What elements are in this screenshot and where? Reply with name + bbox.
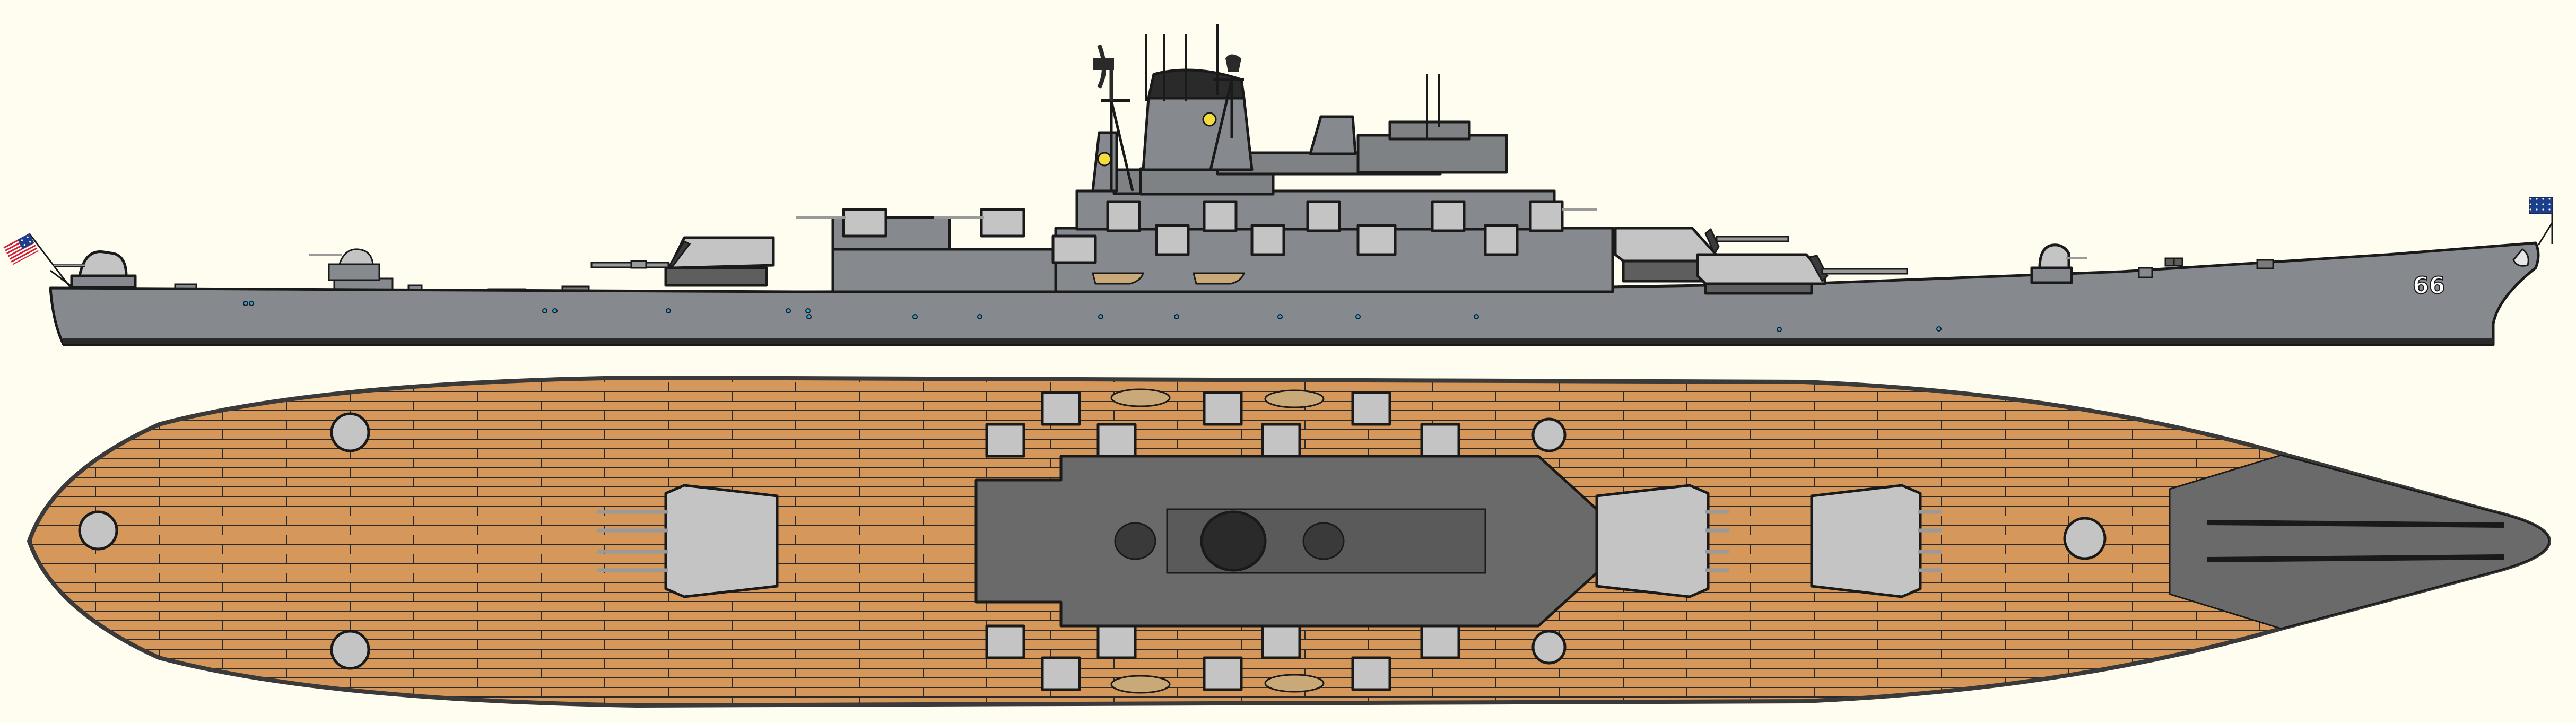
funnel-top [1200, 510, 1267, 572]
anchor-chain [2206, 520, 2504, 528]
bow-forecastle-plate [2169, 454, 2550, 630]
secondary-mounts-top [985, 391, 1460, 691]
waterline-stripe [63, 338, 2493, 344]
lifeboats-top [1110, 388, 1325, 694]
searchlights [1097, 112, 1217, 167]
round-mounts-top [78, 412, 2107, 670]
bow-jack [2529, 197, 2553, 246]
main-turret-1-top [1810, 484, 1942, 598]
superstructure [831, 68, 1614, 293]
anchor-chain [2206, 554, 2504, 562]
main-turret-3-top [597, 484, 779, 598]
bow-5in-mount [2030, 243, 2274, 284]
lifeboats-side [1092, 272, 1246, 285]
hull-side [49, 241, 2540, 346]
searchlight-icon [1097, 152, 1112, 167]
side-profile-view: 66 [3, 24, 2553, 346]
top-plan-view [27, 375, 2552, 708]
air-search-radar-icon [1225, 54, 1241, 72]
hull-portholes [243, 301, 1942, 332]
masts [1093, 24, 1440, 191]
hull-number: 66 [2413, 272, 2445, 299]
secondary-mounts-side [796, 200, 1597, 264]
searchlight-icon [1202, 112, 1217, 127]
main-turret-3-side [590, 236, 775, 287]
main-turret-1-side [1696, 253, 1908, 295]
stern-flag [3, 233, 73, 290]
main-turret-2-top [1595, 484, 1729, 598]
anchor-icon [2512, 248, 2529, 267]
